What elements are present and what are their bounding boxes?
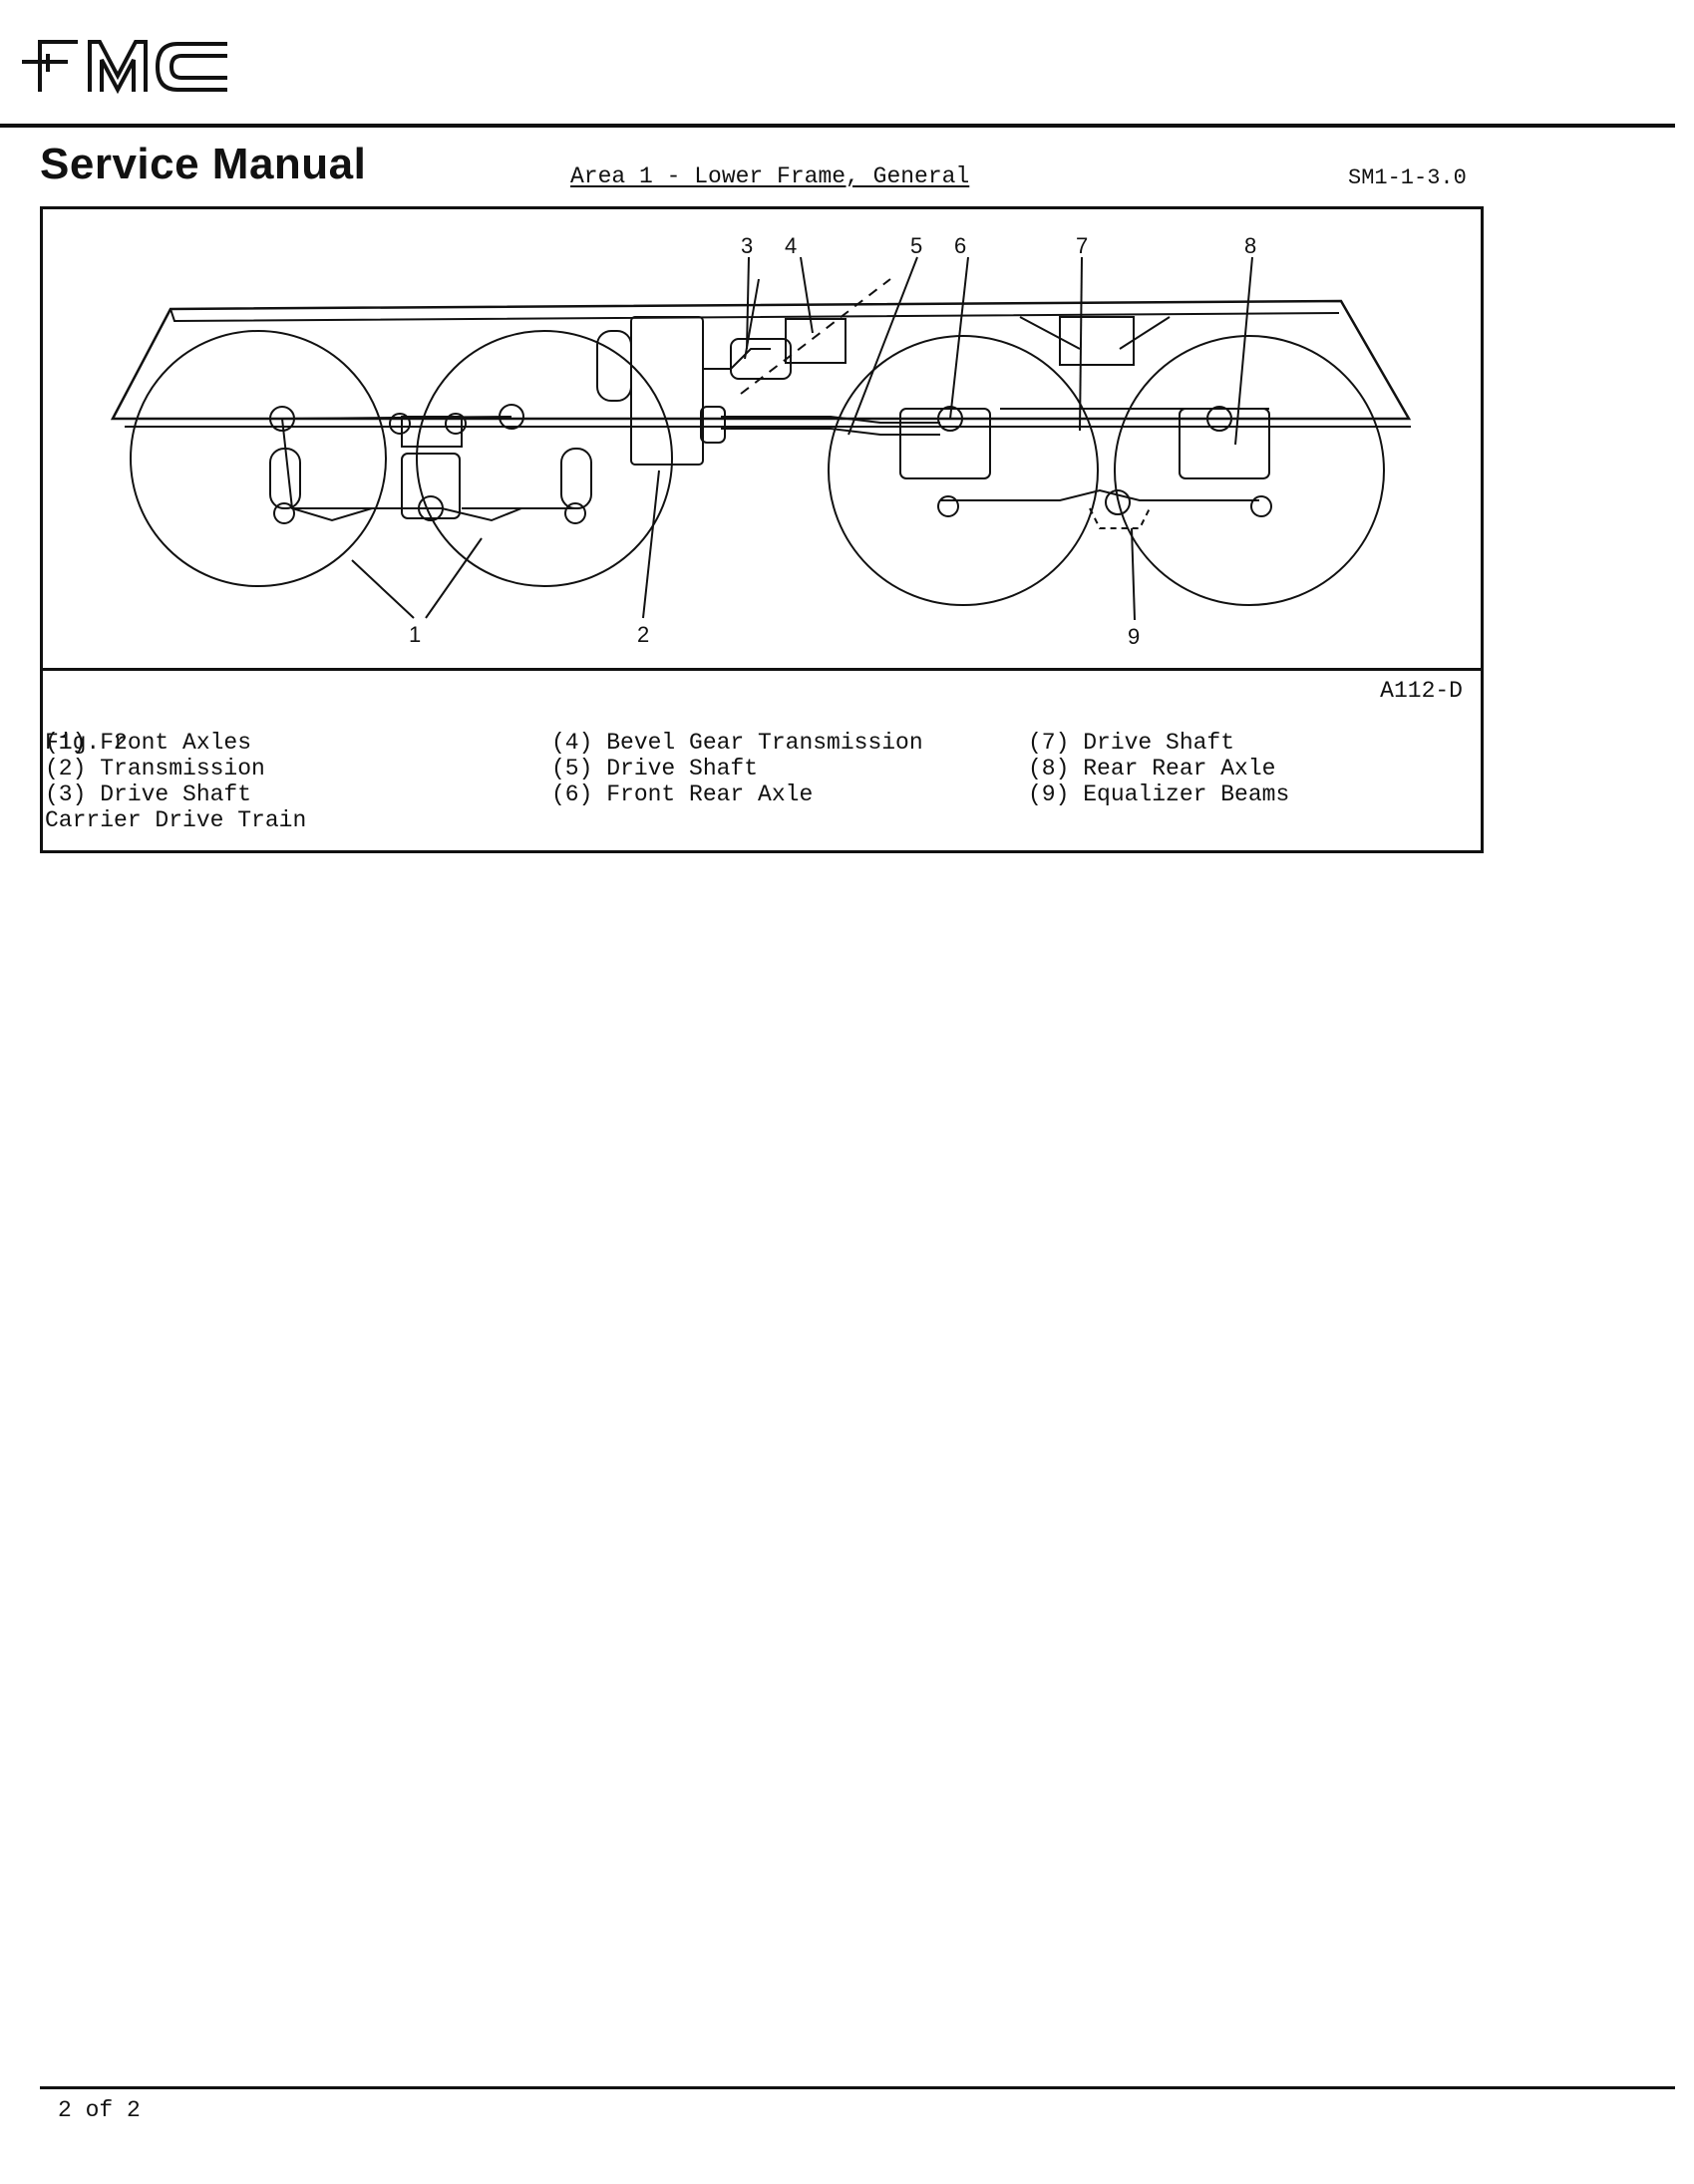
callout-8: 8 <box>1244 233 1256 258</box>
callout-3: 3 <box>741 233 753 258</box>
callout-9: 9 <box>1128 624 1140 649</box>
legend-item: (7) Drive Shaft <box>1028 730 1235 756</box>
figure-number: Fig. 2 <box>45 730 128 756</box>
figure-box: 1 2 3 4 5 6 7 8 9 Fig. 2 Carrier Drive T… <box>40 206 1484 853</box>
document-id: SM1-1-3.0 <box>1348 165 1467 190</box>
callout-4: 4 <box>785 233 797 258</box>
legend-item: (8) Rear Rear Axle <box>1028 756 1276 781</box>
legend-column-1: (1) Front Axles (2) Transmission (3) Dri… <box>45 730 265 807</box>
legend-item: (3) Drive Shaft <box>45 781 252 807</box>
header-rule <box>0 124 1675 128</box>
legend-item: (2) Transmission <box>45 756 265 781</box>
page-number: 2 of 2 <box>58 2097 141 2123</box>
figure-divider <box>43 668 1481 671</box>
figure-caption: Fig. 2 Carrier Drive Train <box>45 678 306 885</box>
callout-1: 1 <box>409 622 421 647</box>
callout-2: 2 <box>637 622 649 647</box>
footer-rule <box>40 2086 1675 2089</box>
legend-column-2: (4) Bevel Gear Transmission (5) Drive Sh… <box>551 730 923 807</box>
legend-item: (6) Front Rear Axle <box>551 781 814 807</box>
callout-7: 7 <box>1076 233 1088 258</box>
legend-column-3: (7) Drive Shaft (8) Rear Rear Axle (9) E… <box>1028 730 1289 807</box>
legend-item: (5) Drive Shaft <box>551 756 759 781</box>
callout-5: 5 <box>910 233 922 258</box>
page-title: Service Manual <box>40 140 367 188</box>
figure-title: Carrier Drive Train <box>45 807 307 833</box>
legend-item: (9) Equalizer Beams <box>1028 781 1290 807</box>
callout-6: 6 <box>954 233 966 258</box>
drive-train-diagram: 1 2 3 4 5 6 7 8 9 <box>110 233 1412 649</box>
fmc-logo <box>22 40 227 95</box>
legend-item: (1) Front Axles <box>45 730 252 756</box>
area-label: Area 1 - Lower Frame, General <box>570 163 970 189</box>
legend-item: (4) Bevel Gear Transmission <box>551 730 923 756</box>
figure-code: A112-D <box>1380 678 1463 704</box>
